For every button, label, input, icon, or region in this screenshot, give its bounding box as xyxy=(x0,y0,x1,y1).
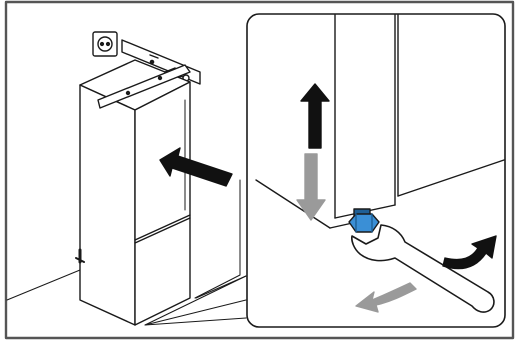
fridge-freezer-icon xyxy=(76,60,190,325)
wall-socket-icon xyxy=(93,32,117,56)
